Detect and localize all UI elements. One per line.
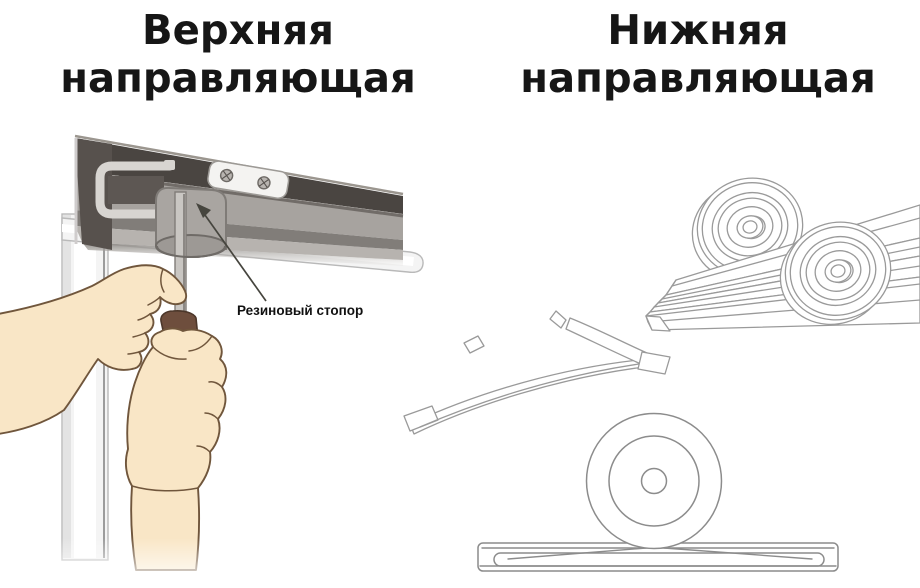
top-guide-title-line1: Верхняя bbox=[142, 6, 334, 54]
door-frame bbox=[61, 213, 424, 561]
mounting-plate bbox=[207, 160, 290, 199]
bottom-guide-title-line2: направляющая bbox=[520, 54, 876, 102]
top-guide-title-line2: направляющая bbox=[60, 54, 416, 102]
callout-arrow bbox=[196, 203, 267, 302]
bottom-rail-illustration bbox=[403, 177, 920, 572]
top-rail bbox=[74, 134, 404, 266]
upper-hand bbox=[0, 264, 188, 435]
rubber-stopper-label: Резиновый стопор bbox=[237, 303, 364, 318]
leaf-springs bbox=[403, 310, 671, 435]
roller-large-2 bbox=[779, 221, 892, 326]
lower-hand bbox=[124, 327, 228, 571]
top-guide-title: Верхняя направляющая bbox=[42, 6, 434, 102]
rail-clip bbox=[95, 160, 175, 220]
fade-out bbox=[50, 538, 350, 588]
bottom-guide-title: Нижняя направляющая bbox=[502, 6, 894, 102]
stopper-hole bbox=[155, 186, 227, 258]
bottom-roller bbox=[585, 412, 723, 550]
top-rail-illustration bbox=[0, 134, 424, 588]
bottom-guide-title-line1: Нижняя bbox=[607, 6, 789, 54]
roller-large-1 bbox=[691, 177, 804, 282]
